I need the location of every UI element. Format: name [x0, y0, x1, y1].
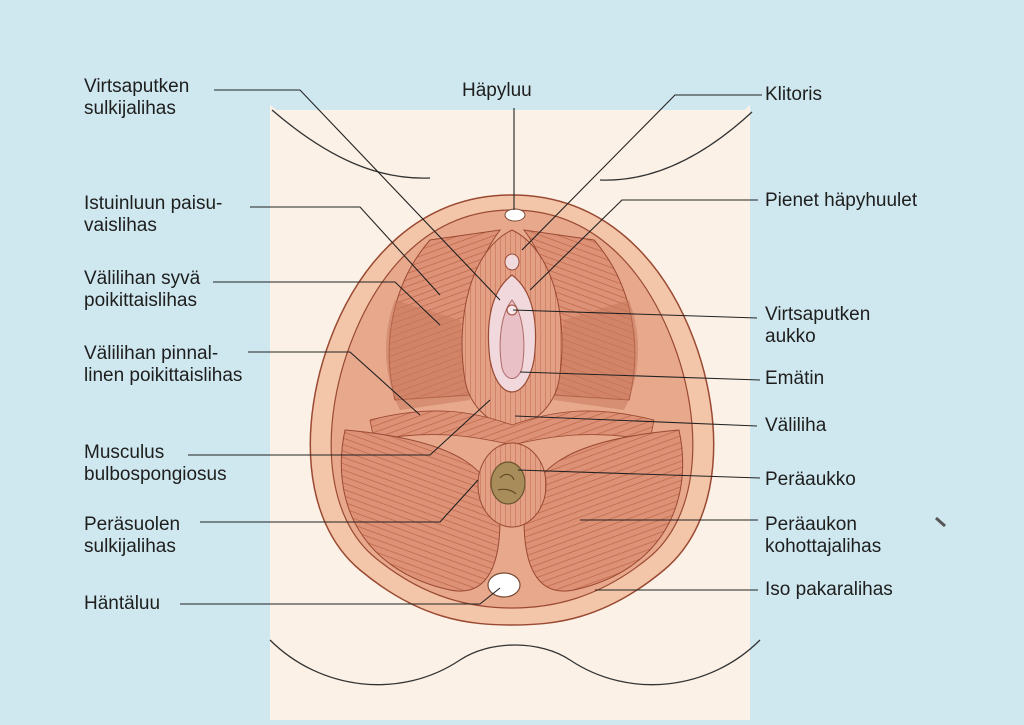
- label-ischiocavernosus: Istuinluun paisu-vaislihas: [84, 193, 223, 236]
- clitoris: [504, 253, 520, 271]
- label-clitoris: Klitoris: [765, 84, 823, 105]
- label-anus: Peräaukko: [765, 469, 856, 490]
- stray-mark: [935, 516, 946, 528]
- superficial-transverse-muscle: [369, 410, 655, 446]
- leader-lines: [180, 89, 762, 605]
- label-perineum: Väliliha: [765, 415, 827, 436]
- deep-transverse-left: [385, 300, 470, 410]
- levator-ani-right: [523, 429, 684, 592]
- vagina-opening: [499, 299, 525, 379]
- pubic-bone: [504, 208, 526, 222]
- label-labia-minora: Pienet häpyhuulet: [765, 190, 918, 211]
- label-vagina: Emätin: [765, 368, 825, 389]
- label-pubic-bone: Häpyluu: [462, 80, 532, 101]
- levator-ani-left: [340, 429, 501, 592]
- thigh-line-left: [271, 109, 431, 179]
- buttocks-line: [269, 639, 761, 686]
- label-coccyx: Häntäluu: [84, 593, 161, 614]
- label-gluteus-maximus: Iso pakaralihas: [765, 579, 893, 600]
- anus-folds: [497, 473, 517, 495]
- anus: [490, 461, 526, 505]
- label-superficial-transverse: Välilihan pinnal-linen poikittaislihas: [84, 343, 243, 386]
- deep-transverse-right: [554, 300, 639, 410]
- thigh-line-right: [599, 111, 753, 181]
